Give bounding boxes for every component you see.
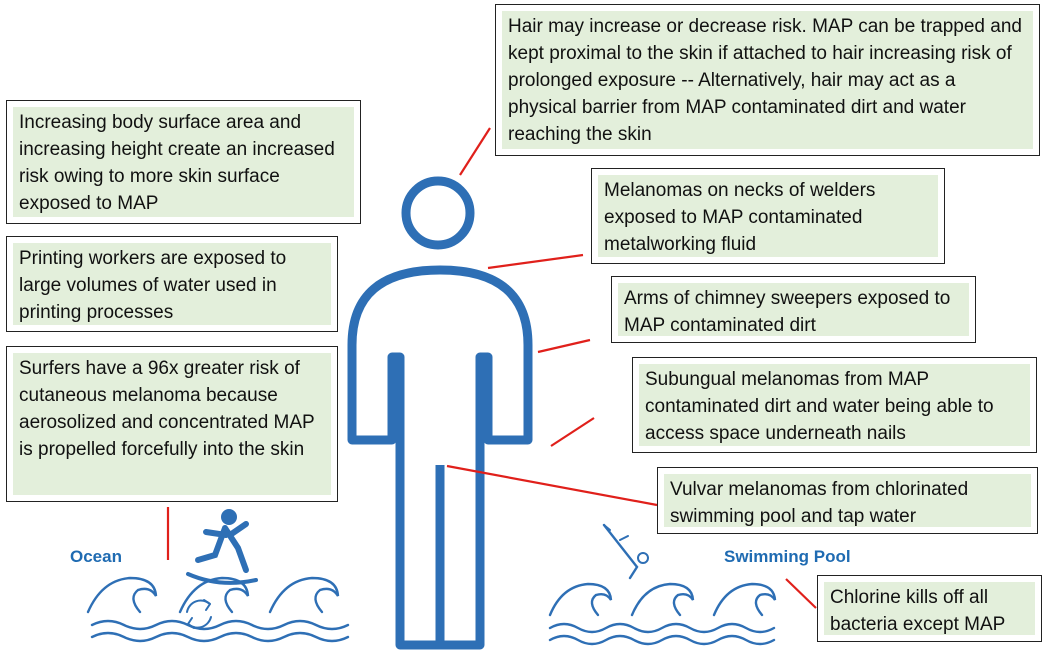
figure-body-outline <box>347 265 533 650</box>
ocean-waves <box>86 576 350 643</box>
ocean-label: Ocean <box>70 547 122 566</box>
callout-body-surface-text: Increasing body surface area and increas… <box>13 107 354 217</box>
callout-surfers: Surfers have a 96x greater risk of cutan… <box>6 346 338 502</box>
callout-neck: Melanomas on necks of welders exposed to… <box>591 168 945 264</box>
callout-chlorine-text: Chlorine kills off all bacteria except M… <box>824 582 1035 635</box>
recycle-arrows-icon <box>186 599 212 629</box>
leader-neck <box>487 253 584 270</box>
leader-nails <box>550 417 595 447</box>
figure-head <box>401 176 475 250</box>
pool-scene <box>548 523 777 646</box>
ocean-scene <box>86 509 350 643</box>
diver-icon <box>602 523 649 580</box>
callout-vulvar-text: Vulvar melanomas from chlorinated swimmi… <box>664 474 1031 527</box>
callout-printing-text: Printing workers are exposed to large vo… <box>13 243 331 325</box>
callout-vulvar: Vulvar melanomas from chlorinated swimmi… <box>657 467 1038 534</box>
human-figure <box>347 176 533 650</box>
leader-chlorine <box>785 578 817 609</box>
callout-hair: Hair may increase or decrease risk. MAP … <box>495 4 1040 156</box>
callout-chlorine: Chlorine kills off all bacteria except M… <box>817 575 1042 642</box>
surfer-icon <box>186 509 258 585</box>
callout-arms: Arms of chimney sweepers exposed to MAP … <box>611 276 976 343</box>
callout-hair-text: Hair may increase or decrease risk. MAP … <box>502 11 1033 149</box>
callout-neck-text: Melanomas on necks of welders exposed to… <box>598 175 938 257</box>
leader-hair <box>459 127 491 176</box>
leader-arms <box>537 338 591 354</box>
leader-lines <box>166 127 817 609</box>
callout-nails-text: Subungual melanomas from MAP contaminate… <box>639 364 1030 446</box>
pool-label: Swimming Pool <box>724 547 851 566</box>
callout-nails: Subungual melanomas from MAP contaminate… <box>632 357 1037 453</box>
callout-printing: Printing workers are exposed to large vo… <box>6 236 338 332</box>
callout-arms-text: Arms of chimney sweepers exposed to MAP … <box>618 283 969 336</box>
callout-surfers-text: Surfers have a 96x greater risk of cutan… <box>13 353 331 495</box>
pool-waves <box>548 582 777 646</box>
leader-vulvar <box>446 464 658 507</box>
callout-body-surface: Increasing body surface area and increas… <box>6 100 361 224</box>
